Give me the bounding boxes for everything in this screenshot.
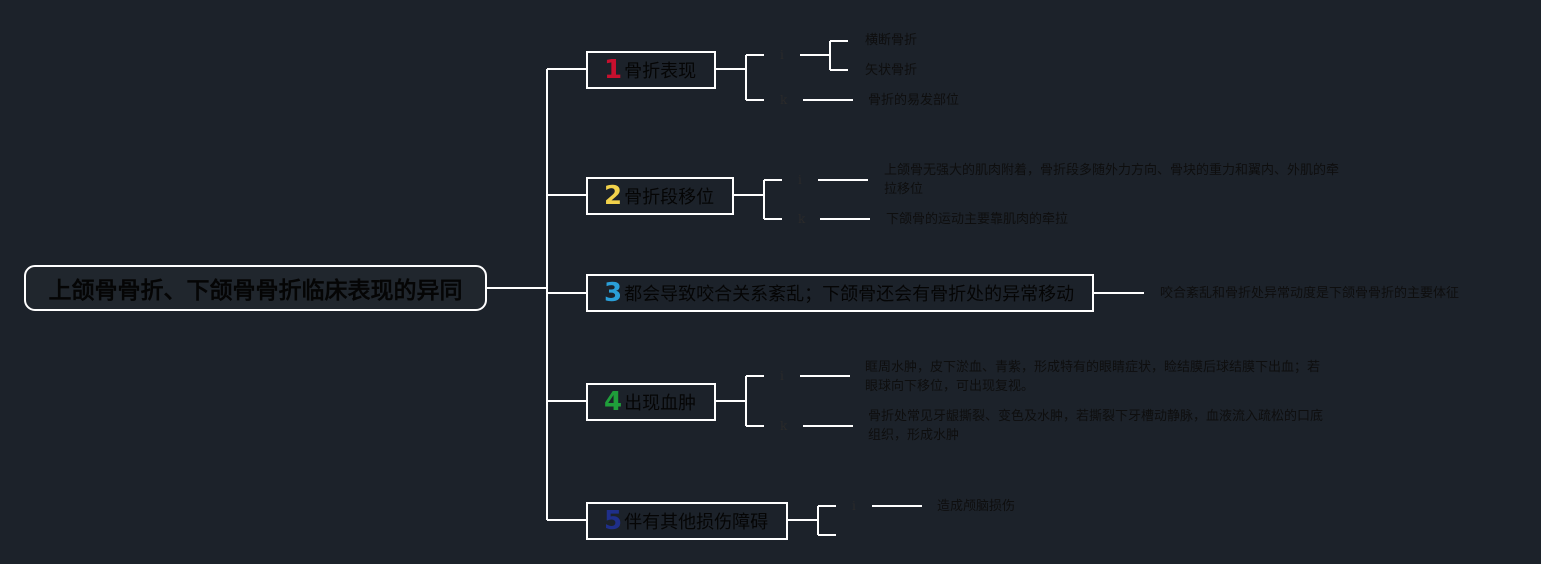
- branch-3-number: 3: [604, 278, 623, 308]
- branch-5-topic[interactable]: 5 伴有其他损伤障碍: [586, 502, 788, 540]
- branch-5-leaf-brain-injury[interactable]: 造成颅脑损伤: [937, 499, 1016, 514]
- branch-1-topic[interactable]: 1 骨折表现: [586, 51, 716, 89]
- branch-1-subgroup-2-marker: k: [780, 93, 788, 107]
- branch-1-subgroup-1-marker: i: [780, 48, 784, 62]
- branch-1-leaf-common-sites[interactable]: 骨折的易发部位: [868, 93, 960, 108]
- branch-3-leaf-main-sign[interactable]: 咬合紊乱和骨折处异常动度是下颌骨骨折的主要体征: [1160, 286, 1460, 301]
- branch-2-leaf-maxilla-displacement[interactable]: 上颌骨无强大的肌肉附着，骨折段多随外力方向、骨块的重力和翼内、外肌的牵 拉移位: [884, 161, 1339, 199]
- branch-4-topic[interactable]: 4 出现血肿: [586, 383, 716, 421]
- branch-2-subgroup-2-marker: k: [798, 212, 806, 226]
- branch-1-leaf-sagittal[interactable]: 矢状骨折: [865, 63, 918, 78]
- branch-5-subgroup-1-marker: i: [852, 499, 856, 513]
- branch-5-number: 5: [604, 506, 623, 536]
- branch-4-leaf-periorbital-line-1: 眶周水肿，皮下淤血、青紫，形成特有的眼睛症状，睑结膜后球结膜下出血；若: [865, 360, 1321, 375]
- branch-4-subgroup-2-marker: k: [780, 419, 788, 433]
- branch-4-leaf-gingival-line-1: 骨折处常见牙龈撕裂、变色及水肿，若撕裂下牙槽动静脉，血液流入疏松的口底: [868, 409, 1324, 424]
- branch-2-leaf-mandible-muscle[interactable]: 下颌骨的运动主要靠肌肉的牵拉: [886, 212, 1069, 227]
- branch-2-subgroup-1-marker: i: [798, 173, 802, 187]
- branch-4-leaf-periorbital-line-2: 眼球向下移位，可出现复视。: [865, 379, 1035, 394]
- branch-4-number: 4: [604, 387, 623, 417]
- branch-1-leaf-transverse[interactable]: 横断骨折: [865, 33, 918, 48]
- branch-1-number: 1: [604, 55, 623, 85]
- branch-3-topic[interactable]: 3 都会导致咬合关系紊乱；下颌骨还会有骨折处的异常移动: [586, 274, 1094, 312]
- branch-2-topic[interactable]: 2 骨折段移位: [586, 177, 734, 215]
- root-topic-title: 上颌骨骨折、下颌骨骨折临床表现的异同: [48, 278, 463, 304]
- branch-4-leaf-gingival-line-2: 组织，形成水肿: [868, 428, 960, 443]
- branch-4-subgroup-1-marker: i: [780, 369, 784, 383]
- root-topic[interactable]: 上颌骨骨折、下颌骨骨折临床表现的异同: [24, 265, 487, 311]
- branch-1-label: 骨折表现: [624, 61, 697, 82]
- branch-2-leaf-maxilla-line-1: 上颌骨无强大的肌肉附着，骨折段多随外力方向、骨块的重力和翼内、外肌的牵: [884, 163, 1340, 178]
- branch-4-leaf-periorbital[interactable]: 眶周水肿，皮下淤血、青紫，形成特有的眼睛症状，睑结膜后球结膜下出血；若 眼球向下…: [865, 358, 1320, 396]
- branch-2-label: 骨折段移位: [624, 187, 715, 208]
- branch-4-label: 出现血肿: [624, 393, 697, 414]
- branch-4-leaf-gingival[interactable]: 骨折处常见牙龈撕裂、变色及水肿，若撕裂下牙槽动静脉，血液流入疏松的口底 组织，形…: [868, 407, 1323, 445]
- branch-2-leaf-maxilla-line-2: 拉移位: [884, 182, 924, 197]
- branch-3-label: 都会导致咬合关系紊乱；下颌骨还会有骨折处的异常移动: [624, 284, 1075, 305]
- branch-5-label: 伴有其他损伤障碍: [624, 512, 769, 533]
- branch-2-number: 2: [604, 181, 623, 211]
